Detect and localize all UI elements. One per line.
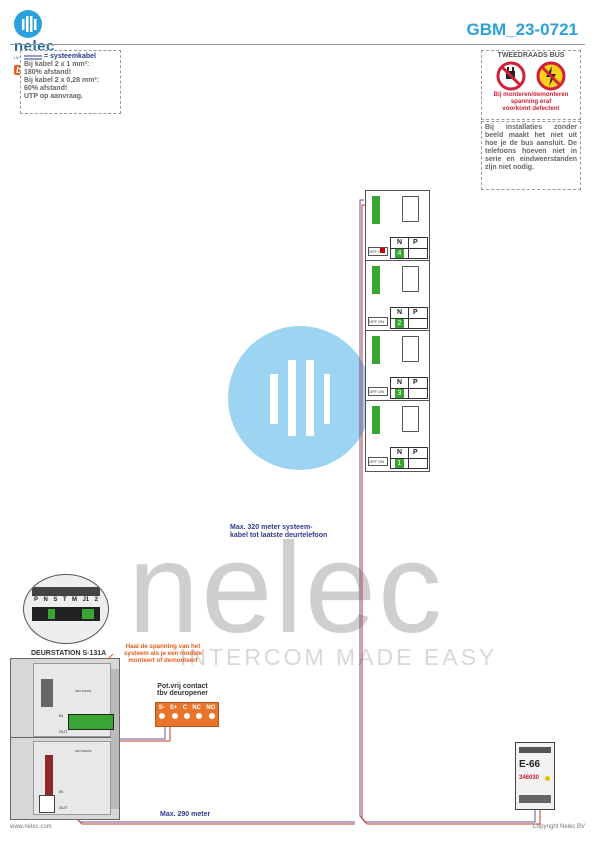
phone-unit: OFF ON N P 1 [365, 400, 430, 472]
phone-unit: OFF ON N P 4 [365, 190, 430, 262]
np-table: N P 3 [390, 377, 428, 399]
spanning-note: Haal de spanning van het systeem als je … [123, 643, 203, 664]
handset-icon [402, 266, 419, 292]
warning-line: Bij monteren/demonteren [493, 91, 569, 98]
relay-module [68, 714, 114, 730]
dip-switch: OFF ON [368, 247, 388, 256]
header-rule [10, 44, 585, 45]
screw-icon [208, 713, 215, 719]
phone-number: 4 [395, 249, 404, 258]
terminal-zoom: P N S T M J1 2 [23, 574, 109, 644]
psu-model: E-66 [519, 759, 541, 770]
cable-note-line: 60% afstand! [24, 85, 68, 92]
module-code: ART.331061 [75, 689, 92, 693]
doc-id: GBM_23-0721 [466, 20, 578, 39]
phone-number: 1 [395, 459, 404, 468]
screw-icon [159, 713, 166, 719]
psu-led [545, 776, 550, 781]
phone-stack: OFF ON N P 4 OFF ON N P 2 OFF ON [365, 190, 430, 472]
screw-icon [171, 713, 178, 719]
dip-switch: OFF ON [368, 457, 388, 466]
contact-terminal-block: S- S+ C NC NO [155, 702, 219, 727]
screw-icon [196, 713, 203, 719]
handset-icon [402, 406, 419, 432]
watermark-bars-icon [270, 360, 330, 436]
terminal-block [372, 266, 380, 294]
warning-title: TWEEDRAADS BUS [497, 52, 565, 59]
distance-note-290: Max. 290 meter [160, 811, 211, 818]
cable-symbol-icon [24, 55, 42, 59]
contact-title: Pot.vrij contact tbv deuropener [157, 683, 208, 697]
np-table: N P 2 [390, 307, 428, 329]
cable-note-box: = systeemkabel Bij kabel 2 x 1 mm²: 180%… [20, 50, 121, 114]
footer-right: Copyright Nelec BV [532, 824, 585, 830]
footer-left: www.nelec.com [10, 824, 52, 830]
warning-box: TWEEDRAADS BUS Bij monteren/demonteren s… [481, 50, 581, 120]
terminal-block [372, 336, 380, 364]
door-station-panel: ART.331061 ART.352000 IN OUT IN OUT [10, 658, 120, 820]
handset-icon [402, 336, 419, 362]
phone-number: 2 [395, 319, 404, 328]
cable-note-line: 180% afstand! [24, 69, 72, 76]
no-plug-icon [496, 61, 526, 91]
module-code: ART.352000 [75, 749, 92, 753]
install-note: Bij installaties zonder beeld maakt het … [481, 121, 581, 190]
dip-switch: OFF ON [368, 387, 388, 396]
cable-note-line: Bij kabel 2 x 1 mm²: [24, 61, 90, 68]
cable-note-line: Bij kabel 2 x 0,28 mm²: [24, 77, 100, 84]
phone-unit: OFF ON N P 3 [365, 330, 430, 402]
cable-note-title: = systeemkabel [44, 53, 96, 60]
screw-icon [183, 713, 190, 719]
watermark-circle [228, 326, 372, 470]
np-table: N P 4 [390, 237, 428, 259]
power-supply: E-66 346030 [515, 742, 555, 810]
no-voltage-icon [536, 61, 566, 91]
psu-code: 346030 [519, 775, 540, 781]
np-table: N P 1 [390, 447, 428, 469]
warning-line: voorkomt defecten! [502, 105, 560, 112]
distance-note-320: Max. 320 meter systeem- kabel tot laatst… [230, 524, 328, 539]
door-station-title: DEURSTATION S-131A [31, 650, 107, 657]
warning-line: spanning eraf [510, 98, 552, 105]
dip-switch: OFF ON [368, 317, 388, 326]
handset-icon [402, 196, 419, 222]
nelec-logo-icon [14, 10, 42, 38]
terminal-block [372, 406, 380, 434]
watermark-tagline: INTERCOM MADE EASY [180, 644, 498, 670]
cable-note-line: UTP op aanvraag. [24, 93, 84, 100]
phone-number: 3 [395, 389, 404, 398]
watermark-word: nelec [128, 517, 444, 660]
phone-unit: OFF ON N P 2 [365, 260, 430, 332]
terminal-block [372, 196, 380, 224]
